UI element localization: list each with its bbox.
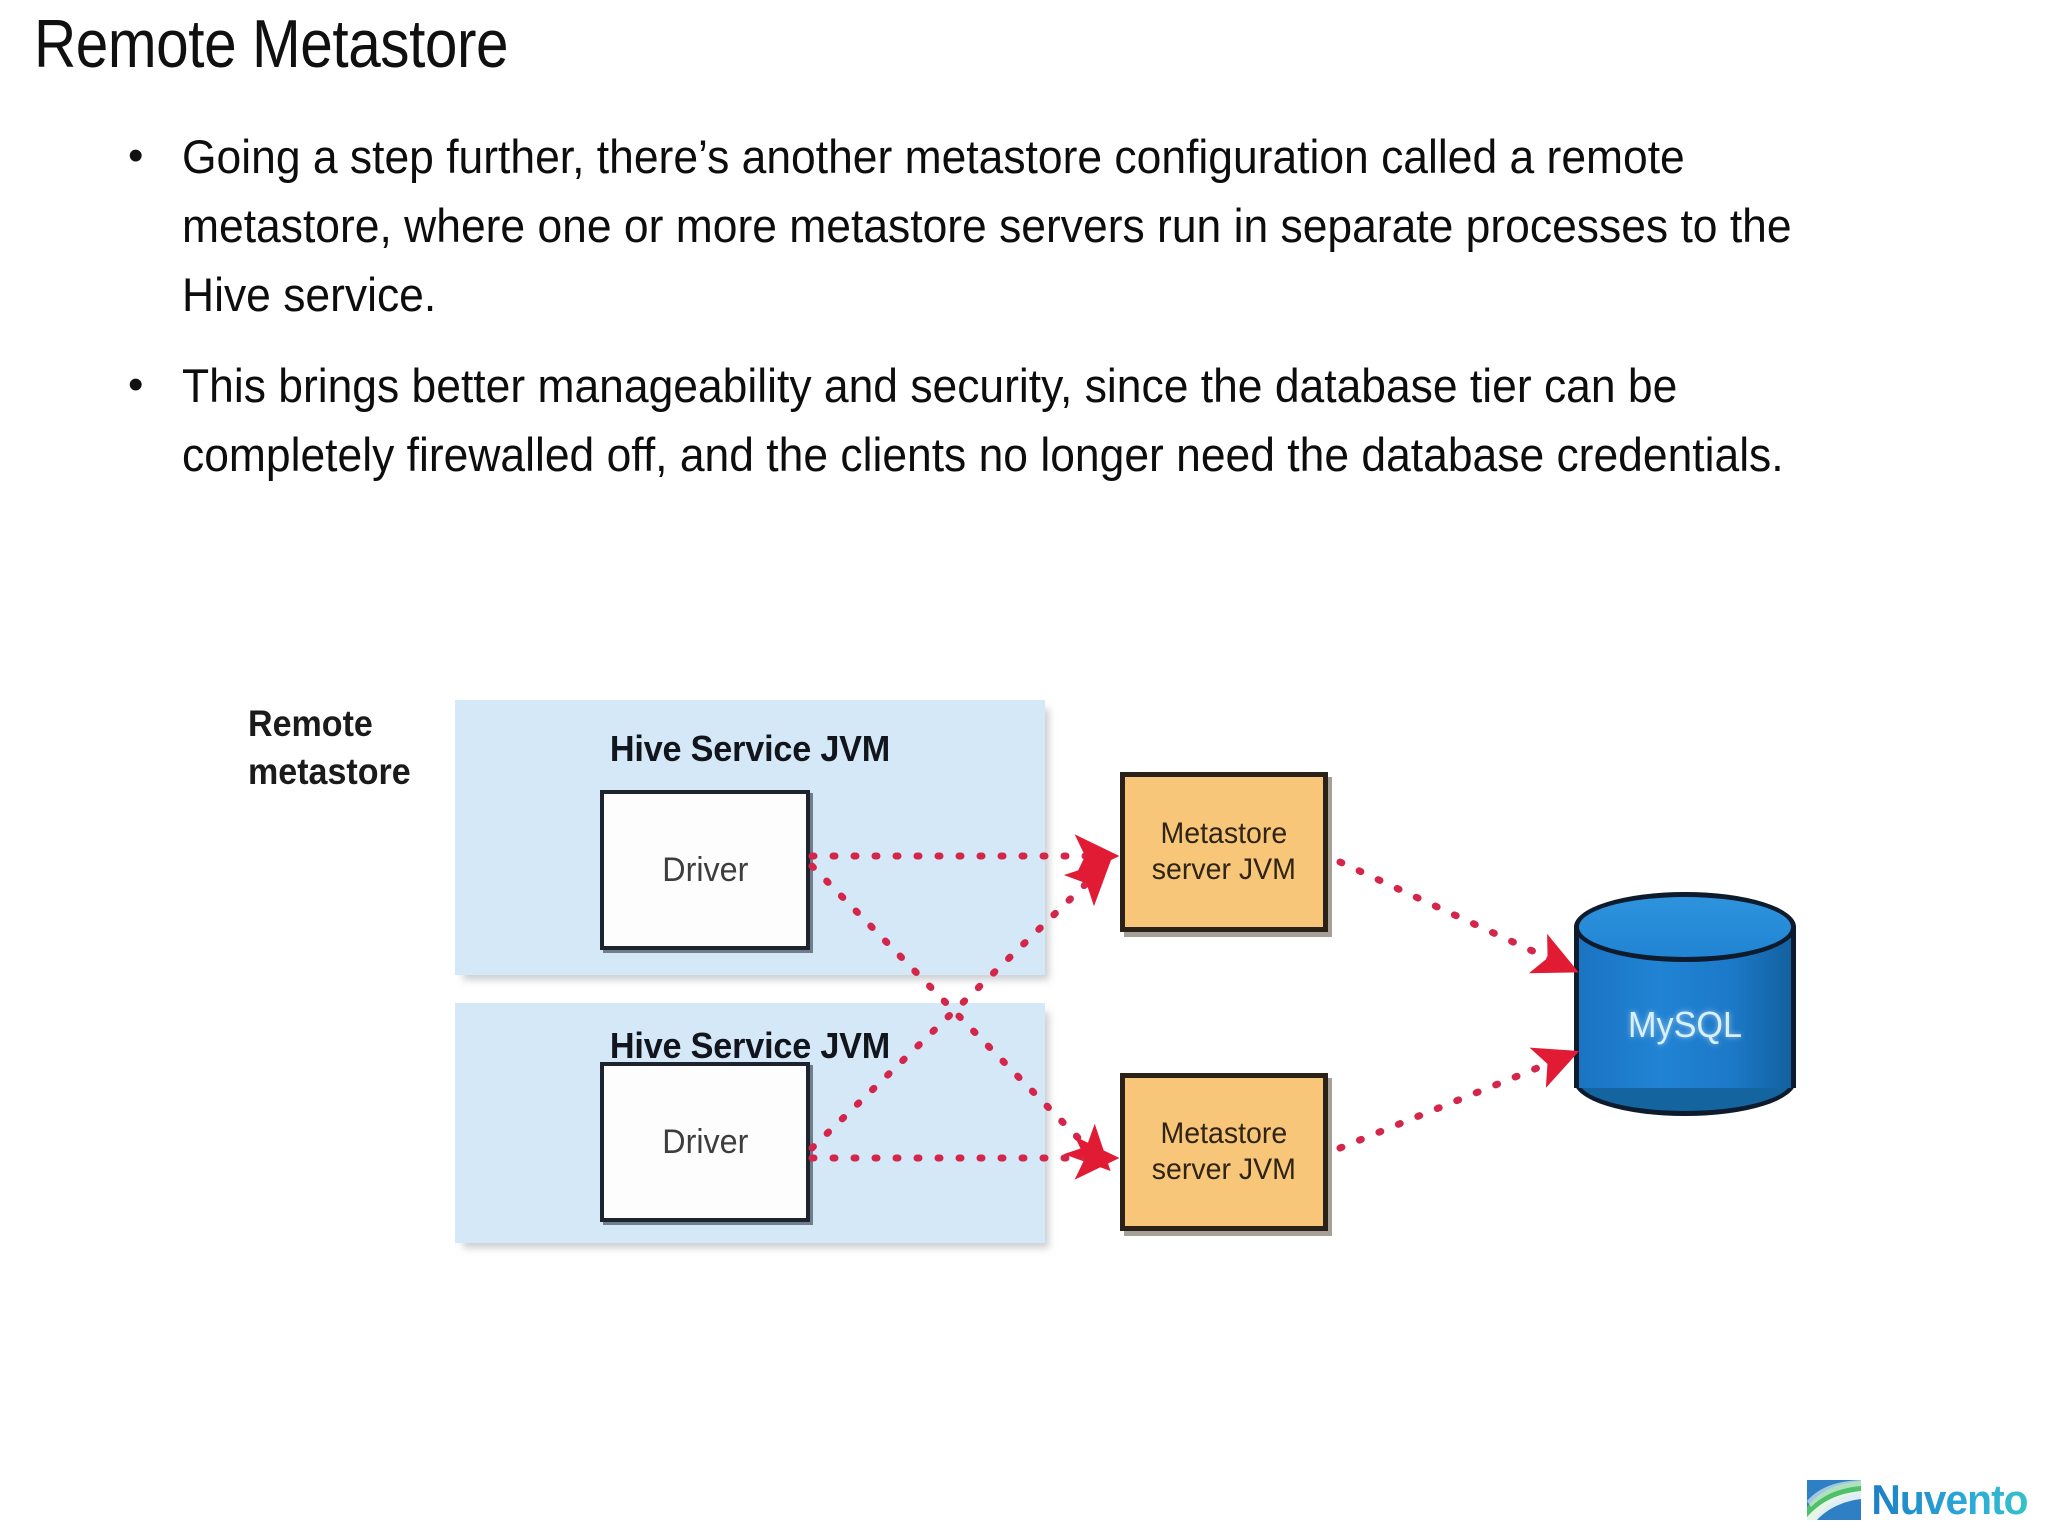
nuvento-wordmark: Nuvento bbox=[1871, 1476, 2028, 1523]
bullet-marker-icon: • bbox=[128, 131, 144, 180]
bullet-list: • Going a step further, there’s another … bbox=[110, 122, 1990, 511]
metastore-server-jvm-label: Metastore server JVM bbox=[1152, 1116, 1296, 1188]
hive-service-jvm-title: Hive Service JVM bbox=[609, 728, 891, 769]
bullet-marker-icon: • bbox=[128, 360, 144, 409]
metastore-label-line1: Metastore bbox=[1160, 817, 1288, 850]
bullet-text: Going a step further, there’s another me… bbox=[182, 130, 1792, 321]
driver-box-1: Driver bbox=[600, 790, 810, 950]
hive-service-jvm-panel-1: Hive Service JVM Driver bbox=[455, 700, 1045, 975]
driver-box-2: Driver bbox=[600, 1062, 810, 1222]
arrow-driver2-to-metastore1 bbox=[808, 859, 1112, 1152]
mysql-database-cylinder-icon: MySQL bbox=[1574, 892, 1796, 1118]
diagram-caption: Remote metastore bbox=[248, 703, 411, 792]
page-title: Remote Metastore bbox=[34, 6, 509, 82]
driver-label: Driver bbox=[661, 1122, 749, 1161]
hive-service-jvm-panel-2: Hive Service JVM Driver bbox=[455, 1003, 1045, 1243]
nuvento-mark-icon bbox=[1807, 1480, 1861, 1520]
metastore-label-line2: server JVM bbox=[1151, 1153, 1297, 1186]
list-item: • This brings better manageability and s… bbox=[110, 351, 1990, 489]
arrow-driver1-to-metastore2 bbox=[808, 862, 1111, 1172]
metastore-label-line1: Metastore bbox=[1160, 1117, 1288, 1150]
metastore-label-line2: server JVM bbox=[1151, 853, 1297, 886]
cylinder-top bbox=[1574, 892, 1796, 962]
metastore-server-jvm-box-2: Metastore server JVM bbox=[1120, 1073, 1328, 1231]
bullet-text: This brings better manageability and sec… bbox=[182, 359, 1784, 481]
driver-label: Driver bbox=[661, 850, 749, 889]
nuvento-logo: Nuvento bbox=[1805, 1476, 2030, 1524]
hive-service-jvm-title: Hive Service JVM bbox=[609, 1025, 891, 1066]
mysql-label: MySQL bbox=[1627, 1004, 1743, 1045]
arrow-metastore2-to-mysql bbox=[1336, 1047, 1580, 1152]
metastore-server-jvm-box-1: Metastore server JVM bbox=[1120, 772, 1328, 932]
metastore-server-jvm-label: Metastore server JVM bbox=[1152, 816, 1296, 888]
arrow-metastore1-to-mysql bbox=[1336, 858, 1579, 974]
list-item: • Going a step further, there’s another … bbox=[110, 122, 1990, 329]
